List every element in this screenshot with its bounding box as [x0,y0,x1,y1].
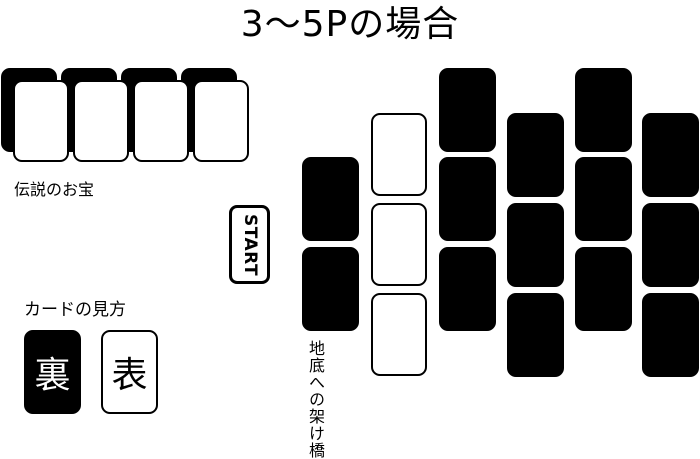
treasure-card-front [193,80,249,162]
start-label: START [239,213,260,276]
card-back [642,203,699,287]
legend-card-back: 裏 [24,330,81,414]
card-back [575,157,632,241]
legend-heading: カードの見方 [24,300,126,320]
card-back [302,157,359,241]
card-front [371,203,427,286]
card-back [642,293,699,377]
card-front [371,113,427,196]
treasure-card-front [13,80,69,162]
treasure-label: 伝説のお宝 [14,180,95,199]
card-back [439,68,496,152]
treasure-card-front [133,80,189,162]
card-back [507,113,564,197]
card-back [439,157,496,241]
bridge-label: 地底への架け橋 [306,340,325,459]
card-back [642,113,699,197]
card-back [439,247,496,331]
card-back [302,247,359,331]
card-back [575,68,632,152]
card-front [371,293,427,376]
start-marker: START [229,205,270,284]
treasure-card-front [73,80,129,162]
card-back [575,247,632,331]
legend-back-label: 裏 [34,355,71,396]
card-back [507,293,564,377]
card-back [507,203,564,287]
page-title: 3〜5Pの場合 [240,4,460,45]
legend-card-front: 表 [101,330,158,414]
legend-front-label: 表 [111,355,148,396]
